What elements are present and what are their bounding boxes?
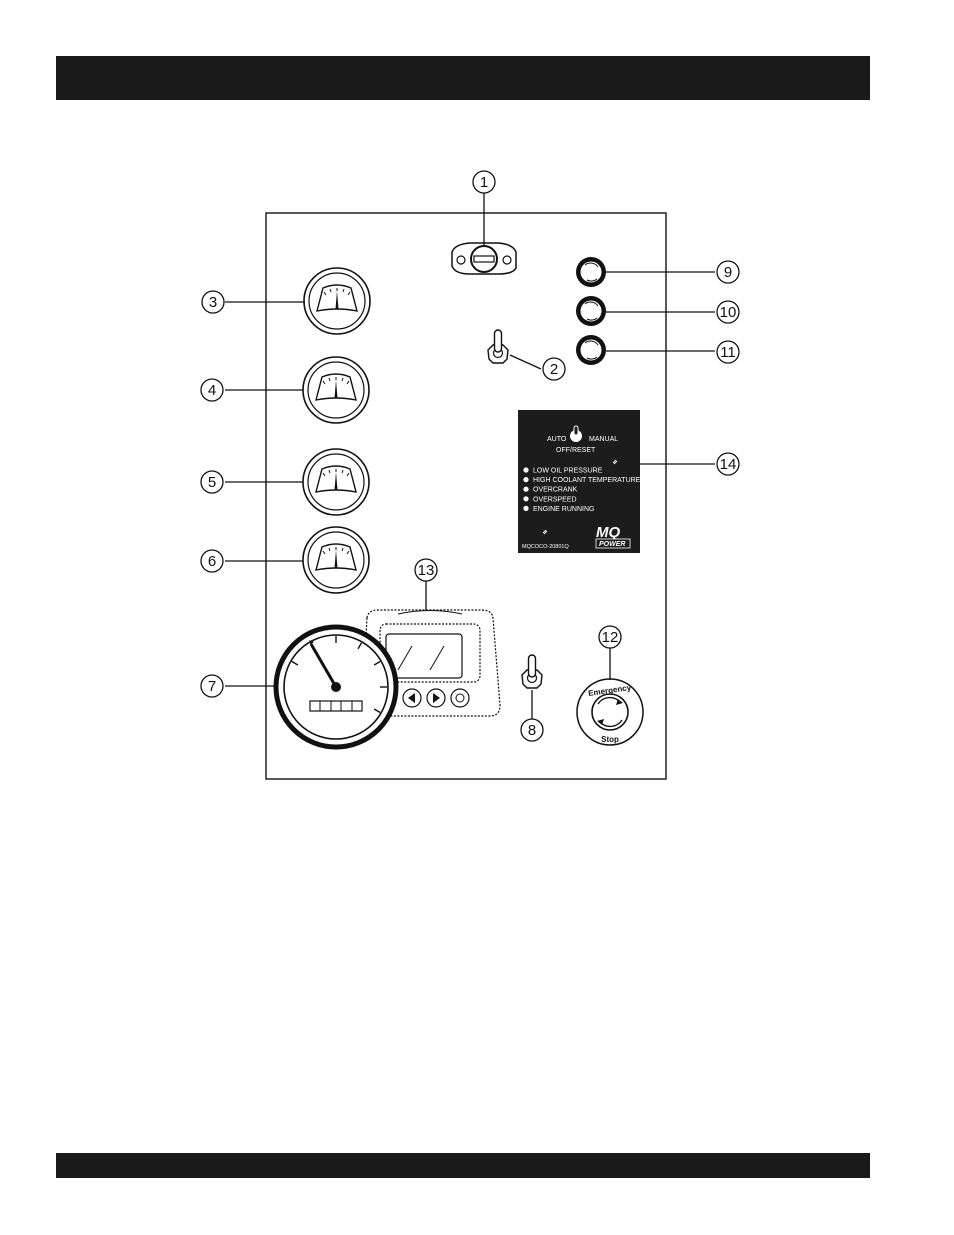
callout-number: 11 bbox=[720, 344, 736, 361]
indicator-label: ENGINE RUNNING bbox=[533, 506, 594, 513]
callout-12: 12 bbox=[599, 626, 621, 648]
switch-label-off: OFF/RESET bbox=[556, 447, 596, 454]
callout-13: 13 bbox=[415, 559, 437, 581]
switch-label-auto: AUTO bbox=[547, 436, 567, 443]
callout-number: 10 bbox=[720, 304, 737, 321]
callout-number: 8 bbox=[528, 722, 536, 739]
callout-1: 1 bbox=[473, 171, 495, 193]
indicator-label: LOW OIL PRESSURE bbox=[533, 468, 603, 475]
callout-number: 2 bbox=[550, 361, 558, 378]
hour-meter bbox=[452, 243, 516, 274]
callout-number: 6 bbox=[208, 553, 216, 570]
callout-10: 10 bbox=[717, 301, 739, 323]
indicator-label: HIGH COOLANT TEMPERATURE bbox=[533, 477, 641, 484]
callout-5: 5 bbox=[201, 471, 223, 493]
callout-14: 14 bbox=[717, 453, 739, 475]
logo-subtext: POWER bbox=[599, 541, 625, 548]
indicator-row: LOW OIL PRESSURE bbox=[523, 467, 602, 474]
engine-control-module: AUTO MANUAL OFF/RESET LOW OIL PRESSURE HI… bbox=[518, 410, 641, 553]
callout-number: 9 bbox=[724, 264, 732, 281]
indicator-lamp-9 bbox=[576, 257, 606, 287]
indicator-lamp-11 bbox=[576, 335, 606, 365]
callout-number: 12 bbox=[602, 629, 619, 646]
callout-9: 9 bbox=[717, 261, 739, 283]
indicator-led-icon bbox=[523, 477, 528, 482]
callout-8: 8 bbox=[521, 719, 543, 741]
switch-label-manual: MANUAL bbox=[589, 436, 618, 443]
logo-mark: MQ bbox=[596, 524, 620, 541]
indicator-row: ENGINE RUNNING bbox=[523, 506, 594, 513]
callout-6: 6 bbox=[201, 550, 223, 572]
callout-2: 2 bbox=[543, 358, 565, 380]
callout-number: 4 bbox=[208, 382, 216, 399]
callout-number: 1 bbox=[480, 174, 488, 191]
indicator-led-icon bbox=[523, 467, 528, 472]
callout-number: 5 bbox=[208, 474, 216, 491]
gauge-4 bbox=[303, 357, 369, 423]
callout-number: 7 bbox=[208, 678, 216, 695]
indicator-led-icon bbox=[523, 487, 528, 492]
emergency-stop-button: Emergency Stop bbox=[577, 679, 643, 745]
indicator-row: HIGH COOLANT TEMPERATURE bbox=[523, 477, 640, 484]
gauge-3 bbox=[304, 268, 370, 334]
indicator-led-icon bbox=[523, 506, 528, 511]
callout-4: 4 bbox=[201, 379, 223, 401]
callout-number: 3 bbox=[209, 294, 217, 311]
callout-3: 3 bbox=[202, 291, 224, 313]
indicator-label: OVERSPEED bbox=[533, 496, 577, 503]
indicator-label: OVERCRANK bbox=[533, 487, 578, 494]
tachometer bbox=[276, 627, 396, 747]
callout-7: 7 bbox=[201, 675, 223, 697]
gauge-6 bbox=[303, 527, 369, 593]
gauge-5 bbox=[303, 449, 369, 515]
stop-label: Stop bbox=[601, 735, 619, 744]
indicator-lamp-10 bbox=[576, 296, 606, 326]
callout-number: 13 bbox=[418, 562, 435, 579]
part-number: MQCOCO-20801Q bbox=[522, 544, 569, 550]
callout-number: 14 bbox=[720, 456, 737, 473]
callout-11: 11 bbox=[717, 341, 739, 363]
indicator-led-icon bbox=[523, 496, 528, 501]
